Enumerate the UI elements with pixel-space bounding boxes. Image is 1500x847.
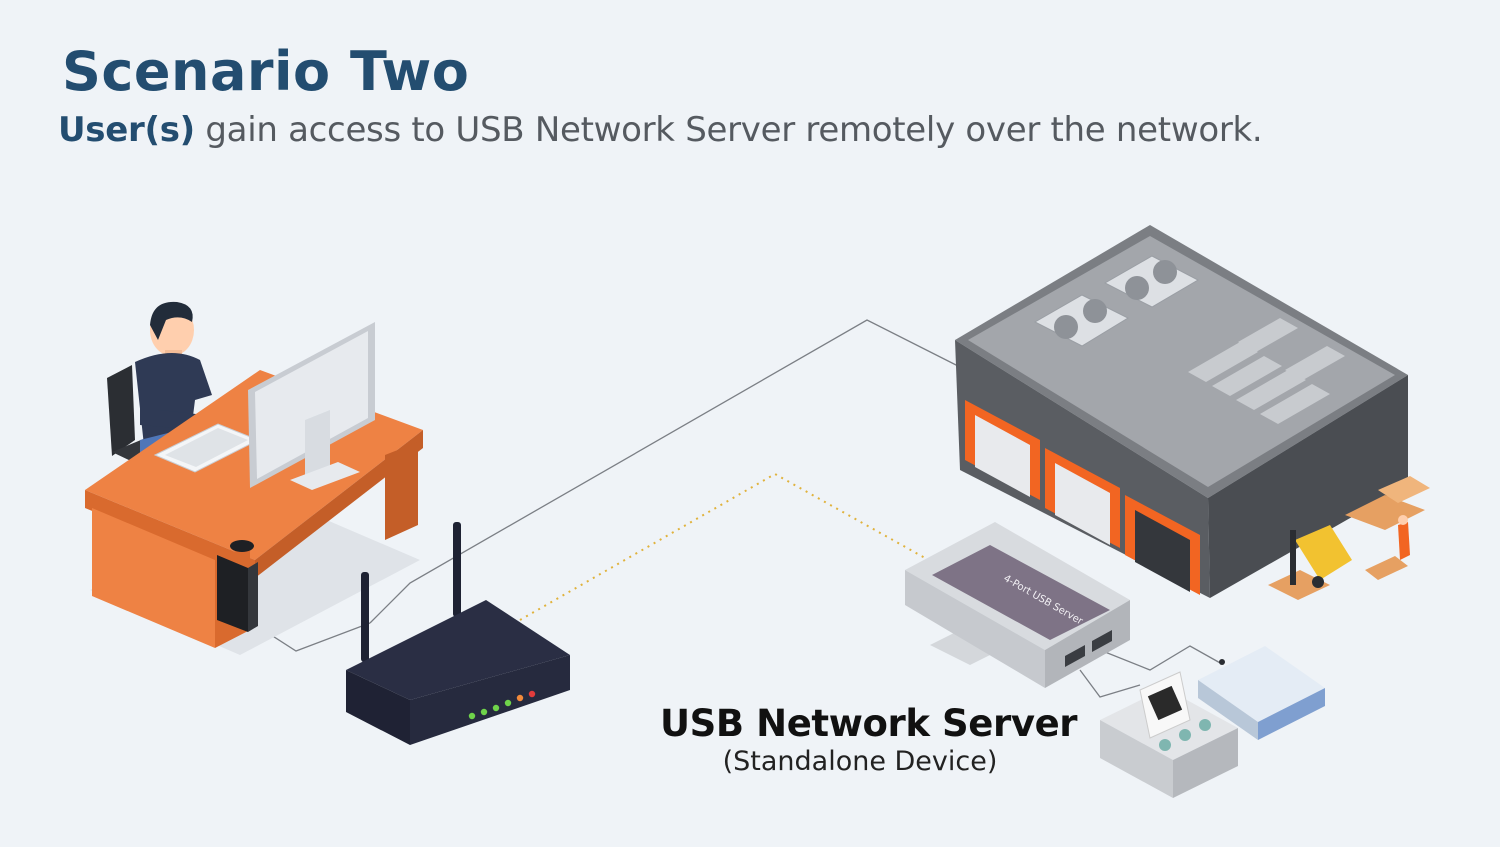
pallet-stack — [1345, 495, 1425, 530]
pc-tower-side — [248, 562, 258, 632]
fan-icon — [1054, 315, 1078, 339]
server-front — [905, 570, 1045, 688]
dock-door-1 — [975, 415, 1030, 497]
printer-body-front — [1100, 720, 1173, 798]
receipt-printer-icon — [1100, 671, 1238, 798]
printer-body-side — [1173, 728, 1238, 798]
drive-front — [1198, 680, 1258, 740]
person-hair — [150, 301, 193, 340]
usb-port-icon — [1092, 630, 1112, 652]
router-front — [346, 670, 410, 745]
usb-port-icon — [1065, 645, 1085, 667]
external-drive-icon — [1198, 646, 1325, 740]
router-led-4 — [504, 699, 512, 707]
page-title: Scenario Two — [62, 40, 470, 103]
keyboard-keys — [165, 428, 248, 467]
usb-server-icon: 4-Port USB Server — [905, 522, 1130, 688]
router-side — [410, 655, 570, 745]
fan-icon — [1153, 260, 1177, 284]
router-led-5 — [516, 694, 524, 702]
subtitle-highlight: User(s) — [58, 110, 195, 150]
server-printer-cable — [1079, 669, 1141, 698]
drive-connector — [1219, 659, 1225, 665]
router-warehouse-cable — [369, 319, 961, 624]
qr-code-icon — [1147, 685, 1183, 721]
server-note-label: (Standalone Device) — [722, 746, 998, 777]
router-led-6 — [528, 690, 536, 698]
printer-button — [1199, 719, 1211, 731]
desk-leg-left — [92, 508, 215, 648]
router-server-wireless-link — [519, 472, 926, 621]
dock-door-2 — [1055, 463, 1110, 545]
monitor-stand — [305, 410, 330, 482]
dock-door-3 — [1135, 510, 1190, 592]
desk-front — [85, 490, 255, 578]
monitor-base — [290, 462, 360, 490]
subtitle-text: gain access to USB Network Server remote… — [194, 110, 1263, 150]
mouse — [230, 540, 254, 552]
pallet-jack — [1365, 556, 1408, 580]
forklift-mast — [1290, 530, 1296, 585]
router-top — [346, 600, 570, 700]
desk-leg-right — [385, 442, 418, 540]
warehouse-side-wall — [1208, 375, 1408, 598]
pallet-stack — [1378, 476, 1430, 503]
server-label-plate — [932, 545, 1110, 640]
person-torso — [135, 352, 212, 455]
drive-top — [1198, 646, 1325, 722]
person-arm — [140, 380, 205, 430]
drive-side — [1258, 688, 1325, 740]
worker-head — [1398, 515, 1408, 525]
forklift-body — [1295, 525, 1352, 580]
roof-vents — [1188, 318, 1345, 424]
wifi-router-icon — [346, 522, 570, 745]
router-led-3 — [492, 704, 500, 712]
server-drive-cable — [1099, 645, 1223, 671]
router-led-1 — [468, 712, 476, 720]
chair — [107, 365, 135, 456]
fan-icon — [1083, 299, 1107, 323]
forklift-wheel — [1312, 576, 1324, 588]
pc-tower — [217, 555, 248, 632]
desk-side — [255, 430, 423, 578]
warehouse-icon — [955, 225, 1430, 600]
person-at-desk-icon — [85, 301, 423, 655]
router-antenna-left — [361, 572, 369, 662]
printer-button — [1179, 729, 1191, 741]
worker-figure — [1398, 522, 1410, 560]
router-led-2 — [480, 708, 488, 716]
server-name-label: USB Network Server — [660, 702, 1078, 745]
monitor-screen — [255, 331, 368, 479]
router-antenna-right — [453, 522, 461, 617]
fan-icon — [1125, 276, 1149, 300]
page-subtitle: User(s) gain access to USB Network Serve… — [58, 110, 1263, 150]
server-mount-tab — [930, 630, 1000, 665]
printer-button — [1159, 739, 1171, 751]
